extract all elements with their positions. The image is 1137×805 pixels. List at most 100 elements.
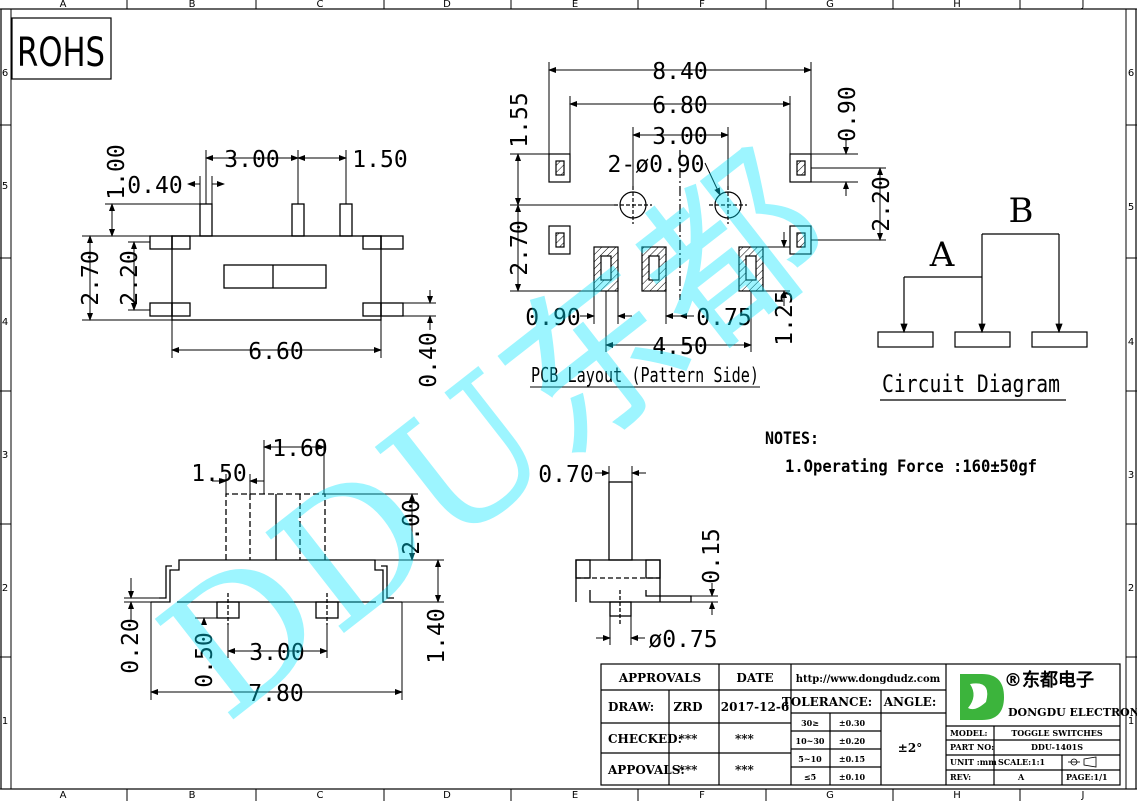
- approvals-header: APPROVALS: [618, 671, 701, 685]
- dim-label: 0.40: [127, 173, 182, 199]
- side-view-dimensions: [595, 466, 718, 645]
- tol-value: ±0.20: [839, 736, 866, 746]
- dim-label: 2.70: [507, 220, 533, 275]
- watermark: DDU东都: [127, 119, 865, 758]
- angle-value: ±2°: [898, 741, 922, 755]
- notes-item: 1.Operating Force :160±50gf: [785, 457, 1037, 477]
- row-label: 6: [1128, 68, 1134, 79]
- dim-label: 1.00: [104, 144, 130, 199]
- pcb-caption: PCB Layout (Pattern Side): [531, 363, 759, 387]
- notes: NOTES: 1.Operating Force :160±50gf: [765, 429, 1037, 477]
- dim-label: 0.90: [835, 86, 861, 141]
- title-block: [600, 663, 1121, 786]
- appovals-label: APPOVALS:: [607, 763, 685, 777]
- pcb-labels: 8.40 6.80 3.00 2-ø0.90 1.55 2.70 0.90 2.…: [507, 59, 895, 387]
- dim-label: 3.00: [224, 147, 279, 173]
- brand-name-en: DONGDU ELECTRONICS: [1008, 706, 1137, 719]
- dim-label: 2.70: [78, 250, 104, 305]
- row-label: 4: [1128, 337, 1134, 348]
- circuit-caption: Circuit Diagram: [882, 370, 1060, 398]
- col-label: F: [699, 0, 705, 10]
- tol-range: 10~30: [796, 736, 825, 746]
- side-view-labels: 0.70 0.15 ø0.75: [538, 462, 725, 653]
- col-label: A: [60, 0, 67, 10]
- col-label: C: [317, 0, 324, 10]
- part-label: PART NO:: [950, 742, 994, 752]
- dim-label: 0.20: [118, 618, 144, 673]
- col-label: E: [572, 0, 578, 10]
- col-label: A: [60, 790, 67, 801]
- tol-value: ±0.10: [839, 772, 866, 782]
- dim-label: 2.00: [399, 499, 425, 554]
- col-label: H: [953, 0, 961, 10]
- angle-label: ANGLE:: [883, 695, 937, 709]
- col-label: C: [317, 790, 324, 801]
- dim-label: 2-ø0.90: [608, 152, 705, 178]
- col-label: J: [1081, 0, 1085, 10]
- dim-label: 1.40: [424, 608, 450, 663]
- tol-value: ±0.30: [839, 718, 866, 728]
- dim-label: 6.80: [652, 93, 707, 119]
- pcb-dimensions: [510, 62, 886, 388]
- dim-label: 0.40: [416, 332, 442, 387]
- brand-name-cn: ®东都电子: [1004, 669, 1094, 691]
- row-label: 5: [2, 181, 8, 192]
- pcb-layout: [548, 150, 812, 300]
- model-value: TOGGLE SWITCHES: [1011, 728, 1103, 738]
- title-block-text: APPROVALS DATE http://www.dongdudz.com D…: [607, 671, 941, 782]
- appovals-date: ***: [735, 763, 755, 777]
- draw-label: DRAW:: [608, 700, 654, 714]
- front-view-dimensions: [124, 440, 444, 700]
- col-label: G: [826, 0, 834, 10]
- top-view-labels: 3.00 1.50 0.40 1.00 2.70 2.20 6.60 0.40: [78, 144, 442, 387]
- dim-label: 8.40: [652, 59, 707, 85]
- dim-label: 0.15: [699, 528, 725, 583]
- part-value: DDU-1401S: [1031, 742, 1083, 752]
- dim-label: 0.70: [538, 462, 593, 488]
- front-view-labels: 1.50 1.60 2.00 0.20 0.50 3.00 1.40 7.80: [118, 436, 450, 707]
- appovals-name: ***: [679, 763, 699, 777]
- checked-label: CHECKED:: [608, 732, 682, 746]
- circuit-diagram: [877, 233, 1088, 401]
- rev-value: A: [1017, 772, 1025, 782]
- date-header: DATE: [736, 671, 773, 685]
- dim-label: 1.60: [272, 436, 327, 462]
- checked-date: ***: [735, 732, 755, 746]
- dim-label: 3.00: [652, 124, 707, 150]
- col-label: J: [1081, 790, 1085, 801]
- col-label: D: [443, 790, 451, 801]
- unit-label: UNIT :mm: [950, 757, 997, 767]
- col-label: F: [699, 790, 705, 801]
- dim-label: ø0.75: [648, 627, 717, 653]
- rev-label: REV:: [950, 772, 971, 782]
- dim-label: 4.50: [652, 334, 707, 360]
- dim-label: 1.50: [191, 461, 246, 487]
- dim-label: 2.20: [869, 176, 895, 231]
- row-label: 2: [1128, 583, 1134, 594]
- dim-label: 0.50: [192, 632, 218, 687]
- dim-label: 6.60: [248, 339, 303, 365]
- circuit-label-b: B: [1009, 191, 1034, 231]
- row-label: 1: [2, 716, 8, 727]
- dim-label: 0.75: [696, 305, 751, 331]
- col-label: B: [189, 0, 196, 10]
- row-label: 3: [1128, 470, 1134, 481]
- notes-title: NOTES:: [765, 429, 819, 449]
- tolerance-label: TOLERANCE:: [782, 695, 872, 709]
- rohs-badge: [11, 17, 112, 80]
- brand-text: ®东都电子 DONGDU ELECTRONICS MODEL: TOGGLE S…: [950, 669, 1137, 782]
- tol-range: ≤5: [804, 772, 816, 782]
- page-label: PAGE:1/1: [1066, 772, 1108, 782]
- draw-name: ZRD: [673, 700, 702, 714]
- tol-value: ±0.15: [839, 754, 865, 764]
- dim-label: 1.55: [507, 92, 533, 147]
- top-view: [149, 203, 404, 321]
- scale-label: SCALE:1:1: [998, 757, 1045, 767]
- col-label: D: [443, 0, 451, 10]
- brand-logo-icon: [960, 674, 1004, 720]
- circuit-label-a: A: [929, 235, 955, 275]
